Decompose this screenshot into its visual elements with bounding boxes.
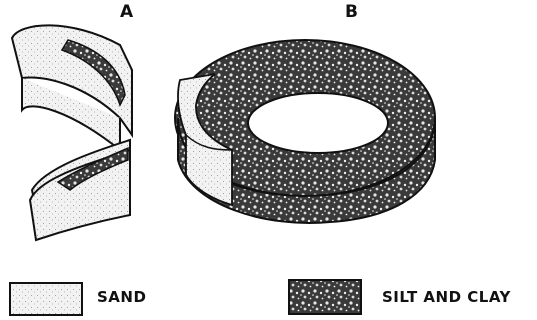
legend-sand-label: SAND [97, 288, 146, 306]
panel-b-label: B [345, 2, 358, 22]
legend-sand-swatch [10, 283, 82, 315]
panel-a-label: A [120, 2, 133, 22]
panel-b-ring [175, 40, 435, 223]
legend-silt-clay-swatch [289, 280, 361, 314]
legend-silt-clay-label: SILT AND CLAY [382, 288, 511, 306]
panel-a-lower-segment [30, 140, 130, 240]
panel-a-upper-segment [12, 25, 132, 150]
